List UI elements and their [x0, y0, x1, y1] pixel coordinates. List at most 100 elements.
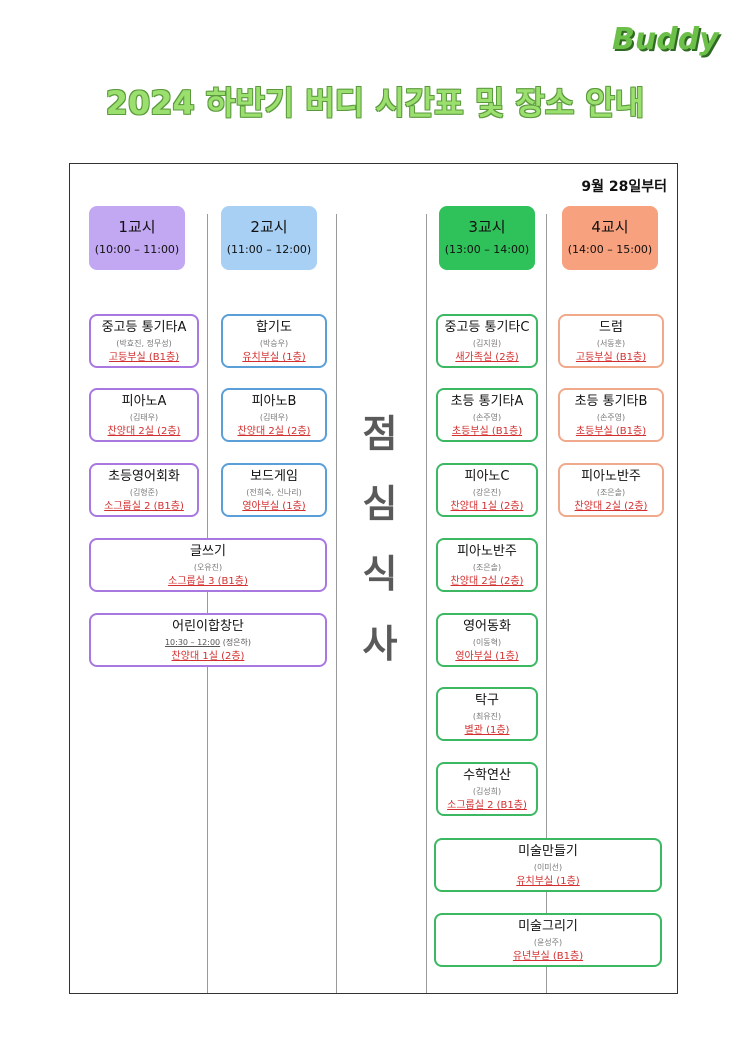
class-card[interactable]: 탁구 (최유진) 별관 (1층) [436, 687, 538, 741]
period-3-header: 3교시 (13:00 – 14:00) [439, 206, 535, 270]
class-room: 유치부실 (1층) [516, 876, 580, 887]
class-teacher: (최유진) [472, 712, 502, 721]
class-room: 찬양대 2실 (2층) [574, 501, 648, 512]
class-card[interactable]: 합기도 (박승우) 유치부실 (1층) [221, 314, 327, 368]
class-name: 미술만들기 [518, 844, 578, 859]
class-teacher: (이동혁) [472, 638, 502, 647]
class-room: 유치부실 (1층) [242, 352, 306, 363]
class-teacher: (강은진) [472, 488, 502, 497]
class-teacher: (조은솔) [472, 563, 502, 572]
class-name: 탁구 [475, 693, 499, 708]
class-card[interactable]: 피아노반주 (조은솔) 찬양대 2실 (2층) [436, 538, 538, 592]
class-time-note: 10:30 – 12:00 [164, 638, 221, 647]
class-room: 별관 (1층) [464, 725, 510, 736]
class-room: 새가족실 (2층) [455, 352, 519, 363]
lunch-char: 점 [362, 412, 398, 456]
class-name: 중고등 통기타A [101, 320, 187, 335]
class-teacher: (손주영) [472, 413, 502, 422]
class-card[interactable]: 피아노반주 (조은솔) 찬양대 2실 (2층) [558, 463, 664, 517]
lunch-char: 사 [362, 622, 398, 666]
period-time: (13:00 – 14:00) [444, 243, 530, 256]
column-divider [546, 214, 547, 993]
class-name: 드럼 [599, 320, 623, 335]
class-name: 초등 통기타A [450, 394, 524, 409]
class-room: 영아부실 (1층) [455, 651, 519, 662]
class-room: 초등부실 (B1층) [575, 426, 647, 437]
period-time: (14:00 – 15:00) [567, 243, 653, 256]
class-card[interactable]: 영어동화 (이동혁) 영아부실 (1층) [436, 613, 538, 667]
class-room: 찬양대 1실 (2층) [450, 501, 524, 512]
class-room: 소그룹실 3 (B1층) [168, 576, 248, 587]
class-card[interactable]: 드럼 (서동훈) 고등부실 (B1층) [558, 314, 664, 368]
class-teacher: (윤성주) [533, 938, 563, 947]
class-teacher: (서동훈) [596, 339, 626, 348]
class-room: 유년부실 (B1층) [512, 951, 584, 962]
class-name: 중고등 통기타C [444, 320, 530, 335]
class-card[interactable]: 피아노A (김태우) 찬양대 2실 (2층) [89, 388, 199, 442]
class-name: 피아노C [464, 469, 510, 484]
class-teacher: (박효진, 정무성) [116, 339, 172, 348]
class-name: 미술그리기 [518, 919, 578, 934]
class-room: 찬양대 2실 (2층) [237, 426, 311, 437]
class-card[interactable]: 초등 통기타A (손주영) 초등부실 (B1층) [436, 388, 538, 442]
column-divider [336, 214, 337, 993]
class-card[interactable]: 피아노B (김태우) 찬양대 2실 (2층) [221, 388, 327, 442]
column-divider [207, 214, 208, 993]
class-teacher-name: (정은하) [222, 638, 252, 647]
class-room: 찬양대 2실 (2층) [450, 576, 524, 587]
class-name: 피아노A [121, 394, 167, 409]
class-teacher: (박승우) [259, 339, 289, 348]
class-card-wide[interactable]: 글쓰기 (오유진) 소그룹실 3 (B1층) [89, 538, 327, 592]
class-room: 찬양대 1실 (2층) [171, 651, 245, 662]
class-card[interactable]: 중고등 통기타A (박효진, 정무성) 고등부실 (B1층) [89, 314, 199, 368]
class-teacher: (이미선) [533, 863, 563, 872]
class-room: 소그룹실 2 (B1층) [447, 800, 527, 811]
period-name: 3교시 [468, 218, 506, 236]
class-card[interactable]: 수학연산 (김성희) 소그룹실 2 (B1층) [436, 762, 538, 816]
class-name: 합기도 [256, 320, 292, 335]
class-teacher: (김성희) [472, 787, 502, 796]
period-time: (10:00 – 11:00) [94, 243, 180, 256]
buddy-logo: Buddy [612, 22, 719, 57]
class-name: 피아노반주 [581, 469, 641, 484]
class-teacher: (오유진) [193, 563, 223, 572]
lunch-char: 식 [362, 552, 398, 596]
class-name: 피아노B [251, 394, 297, 409]
column-divider [426, 214, 427, 993]
timetable-frame: 9월 28일부터 1교시 (10:00 – 11:00) 2교시 (11:00 … [69, 163, 678, 994]
class-teacher: (김형준) [129, 488, 159, 497]
class-card[interactable]: 초등영어회화 (김형준) 소그룹실 2 (B1층) [89, 463, 199, 517]
page-title: 2024 하반기 버디 시간표 및 장소 안내 [105, 84, 645, 122]
class-name: 영어동화 [463, 619, 511, 634]
class-card[interactable]: 중고등 통기타C (김지원) 새가족실 (2층) [436, 314, 538, 368]
start-date-note: 9월 28일부터 [581, 179, 667, 195]
lunch-char: 심 [362, 482, 398, 526]
class-teacher: (김태우) [129, 413, 159, 422]
class-room: 초등부실 (B1층) [451, 426, 523, 437]
class-teacher: (전희숙, 신나리) [246, 488, 302, 497]
class-name: 수학연산 [463, 768, 511, 783]
period-1-header: 1교시 (10:00 – 11:00) [89, 206, 185, 270]
class-teacher: (김지원) [472, 339, 502, 348]
class-card-wide[interactable]: 미술만들기 (이미선) 유치부실 (1층) [434, 838, 662, 892]
class-teacher: (손주영) [596, 413, 626, 422]
class-card[interactable]: 피아노C (강은진) 찬양대 1실 (2층) [436, 463, 538, 517]
class-card-wide[interactable]: 어린이합창단 10:30 – 12:00 (정은하) 찬양대 1실 (2층) [89, 613, 327, 667]
lunch-label: 점 심 식 사 [350, 399, 410, 679]
period-name: 4교시 [591, 218, 629, 236]
class-room: 고등부실 (B1층) [108, 352, 180, 363]
class-name: 초등 통기타B [574, 394, 648, 409]
class-teacher: (김태우) [259, 413, 289, 422]
class-room: 소그룹실 2 (B1층) [104, 501, 184, 512]
class-room: 찬양대 2실 (2층) [107, 426, 181, 437]
class-card-wide[interactable]: 미술그리기 (윤성주) 유년부실 (B1층) [434, 913, 662, 967]
class-name: 글쓰기 [190, 544, 226, 559]
class-room: 고등부실 (B1층) [575, 352, 647, 363]
class-card[interactable]: 보드게임 (전희숙, 신나리) 영아부실 (1층) [221, 463, 327, 517]
class-name: 어린이합창단 [172, 619, 244, 634]
class-name: 피아노반주 [457, 544, 517, 559]
period-time: (11:00 – 12:00) [226, 243, 312, 256]
class-card[interactable]: 초등 통기타B (손주영) 초등부실 (B1층) [558, 388, 664, 442]
class-room: 영아부실 (1층) [242, 501, 306, 512]
class-teacher: 10:30 – 12:00 (정은하) [91, 636, 325, 649]
